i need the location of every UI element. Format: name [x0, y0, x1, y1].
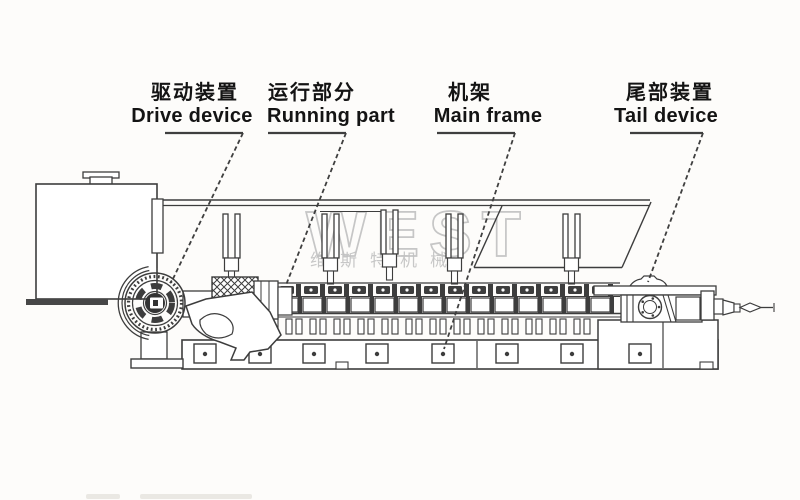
label-running-part: 运行部分 Running part [267, 82, 395, 127]
label-main-frame-zh: 机架 [448, 82, 492, 104]
tail-sprocket [637, 294, 663, 320]
watermark-logo: WEST [306, 198, 531, 270]
main-frame-base [181, 319, 719, 370]
leader-tail [630, 131, 704, 283]
tail-device-drawing [593, 275, 775, 323]
label-tail-device-en: Tail device [613, 105, 719, 127]
watermark: WEST 维斯特机械 [305, 197, 531, 271]
trough [151, 198, 652, 269]
leader-running [268, 131, 347, 286]
label-running-part-zh: 运行部分 [268, 82, 356, 104]
label-main-frame: 机架 Main frame [434, 82, 543, 127]
label-main-frame-en: Main frame [433, 105, 543, 127]
drive-sprocket-wheel [117, 265, 186, 341]
leader-lines [165, 131, 704, 350]
leader-drive [165, 131, 244, 284]
label-tail-device-zh: 尾部装置 [626, 82, 714, 104]
drive-support-bracket [185, 291, 282, 361]
bottom-artifact [86, 494, 120, 499]
watermark-company: 维斯特机械 [310, 251, 460, 270]
cabinet [26, 171, 158, 305]
bottom-artifact [140, 494, 252, 499]
label-drive-device-zh: 驱动装置 [150, 82, 239, 104]
tension-screw [713, 298, 775, 316]
label-drive-device: 驱动装置 Drive device [131, 82, 252, 127]
label-running-part-en: Running part [266, 105, 396, 127]
label-tail-device: 尾部装置 Tail device [614, 82, 718, 127]
leader-main-frame [437, 131, 516, 350]
label-drive-device-en: Drive device [131, 105, 253, 127]
drive-device-drawing [117, 265, 293, 369]
